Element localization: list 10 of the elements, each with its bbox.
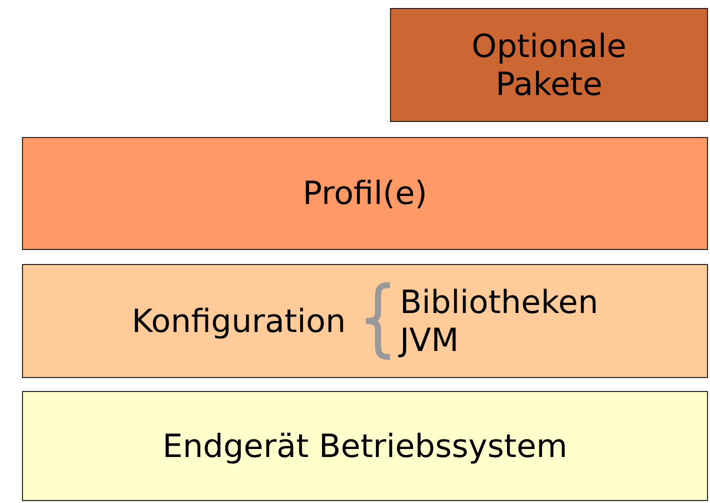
layer-label: Optionale Pakete [470, 26, 628, 104]
layer-label: Endgerät Betriebssystem [162, 426, 568, 466]
layer-label: Profil(e) [302, 174, 428, 213]
layer-box [390, 8, 708, 122]
layer-label: Konfiguration [132, 302, 346, 340]
layer-box [22, 137, 708, 250]
layer-box [22, 264, 708, 378]
list-item-text: Bibliotheken [400, 282, 598, 321]
layer-box [22, 391, 708, 501]
list-item-text: JVM [400, 321, 460, 360]
